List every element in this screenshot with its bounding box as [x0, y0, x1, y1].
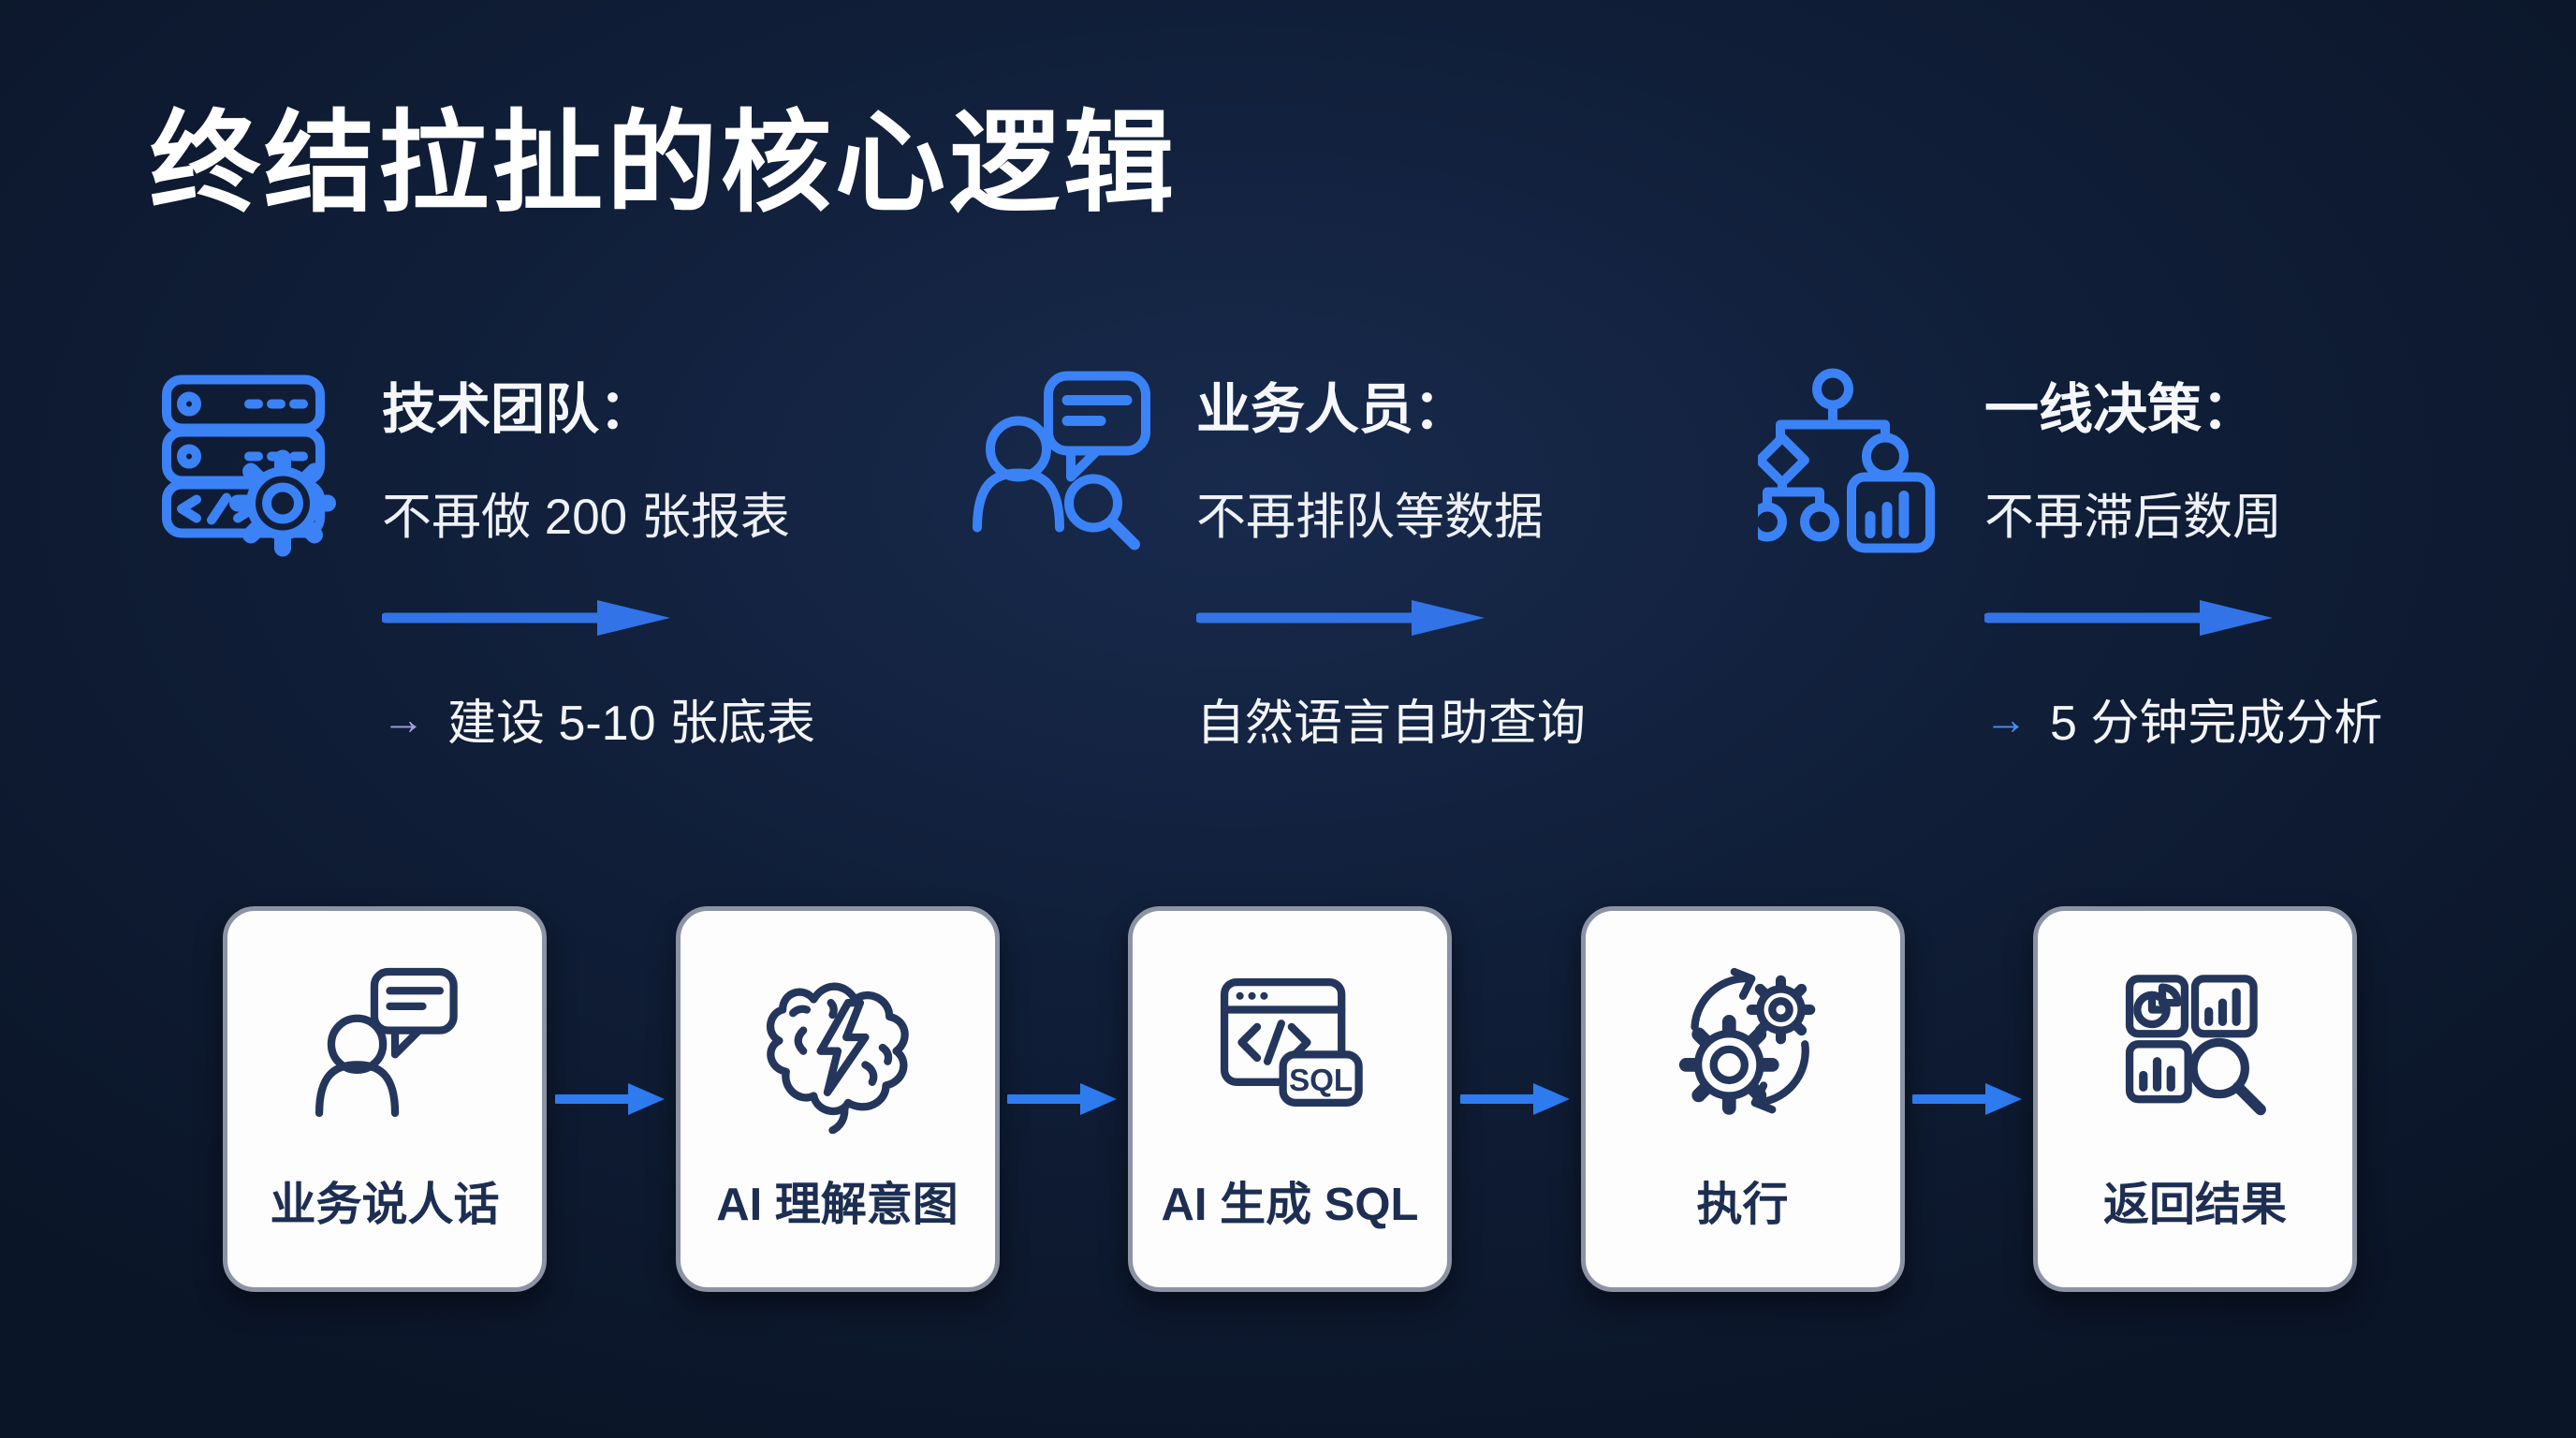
pillar-pain: 不再排队等数据 — [1196, 490, 1544, 545]
pillar-outcome-text: 5 分钟完成分析 — [2050, 697, 2383, 751]
pillar-heading: 业务人员： — [1196, 379, 1469, 440]
flow-arrow-icon — [1452, 1080, 1581, 1118]
flow-step-card-ai-sql: SQL AI 生成 SQL — [1128, 906, 1452, 1292]
outcome-arrow-icon: → — [1984, 694, 2027, 743]
pillar-heading: 技术团队： — [382, 379, 654, 440]
process-flow: 业务说人话 AI 理解意图 — [223, 906, 2357, 1292]
step-label: AI 生成 SQL — [1161, 1180, 1419, 1230]
outcome-arrow-icon: → — [382, 694, 425, 743]
dashboard-magnifier-icon — [2103, 961, 2287, 1134]
transform-arrow-icon — [1194, 597, 1488, 638]
person-chat-search-icon — [970, 361, 1157, 563]
transform-arrow-icon — [380, 597, 674, 638]
flow-step-card-business-speaks: 业务说人话 — [223, 906, 547, 1292]
sql-badge-label: SQL — [1289, 1064, 1353, 1098]
flow-step-card-execute: 执行 — [1580, 906, 1905, 1292]
pillar-business-users: 业务人员： 不再排队等数据 自然语言自助查询 — [970, 361, 1719, 754]
pillar-outcome: → 5 分钟完成分析 — [1984, 683, 2382, 754]
person-speech-bubble-icon — [293, 961, 476, 1134]
page-title: 终结拉扯的核心逻辑 — [150, 102, 1178, 226]
flow-step-card-ai-intent: AI 理解意图 — [675, 906, 1000, 1292]
gears-sync-icon — [1651, 961, 1835, 1134]
step-label: 返回结果 — [2102, 1180, 2287, 1230]
flow-step-card-results: 返回结果 — [2033, 906, 2357, 1292]
flow-arrow-icon — [1905, 1080, 2034, 1118]
pillar-heading: 一线决策： — [1984, 379, 2257, 440]
code-window-sql-icon: SQL — [1198, 961, 1382, 1134]
flow-arrow-icon — [547, 1080, 676, 1118]
pillar-outcome-text: 建设 5-10 张底表 — [447, 697, 815, 751]
pillar-tech-team: 技术团队： 不再做 200 张报表 → 建设 5-10 张底表 — [155, 361, 886, 754]
transform-arrow-icon — [1983, 597, 2276, 638]
step-label: 执行 — [1696, 1180, 1789, 1230]
pillar-outcome: → 建设 5-10 张底表 — [382, 683, 815, 754]
flow-arrow-icon — [1000, 1080, 1129, 1118]
flowchart-chart-icon — [1748, 361, 1945, 563]
pillar-pain: 不再做 200 张报表 — [382, 490, 790, 545]
pillar-outcome-text: 自然语言自助查询 — [1196, 697, 1587, 751]
pillar-outcome: 自然语言自助查询 — [1196, 683, 1586, 754]
brain-lightning-icon — [746, 961, 929, 1135]
pillar-frontline-decision: 一线决策： 不再滞后数周 → 5 分钟完成分析 — [1748, 361, 2488, 754]
pillar-pain: 不再滞后数周 — [1984, 490, 2282, 545]
step-label: 业务说人话 — [270, 1180, 500, 1230]
step-label: AI 理解意图 — [716, 1180, 959, 1230]
server-stack-gear-icon — [155, 361, 343, 563]
